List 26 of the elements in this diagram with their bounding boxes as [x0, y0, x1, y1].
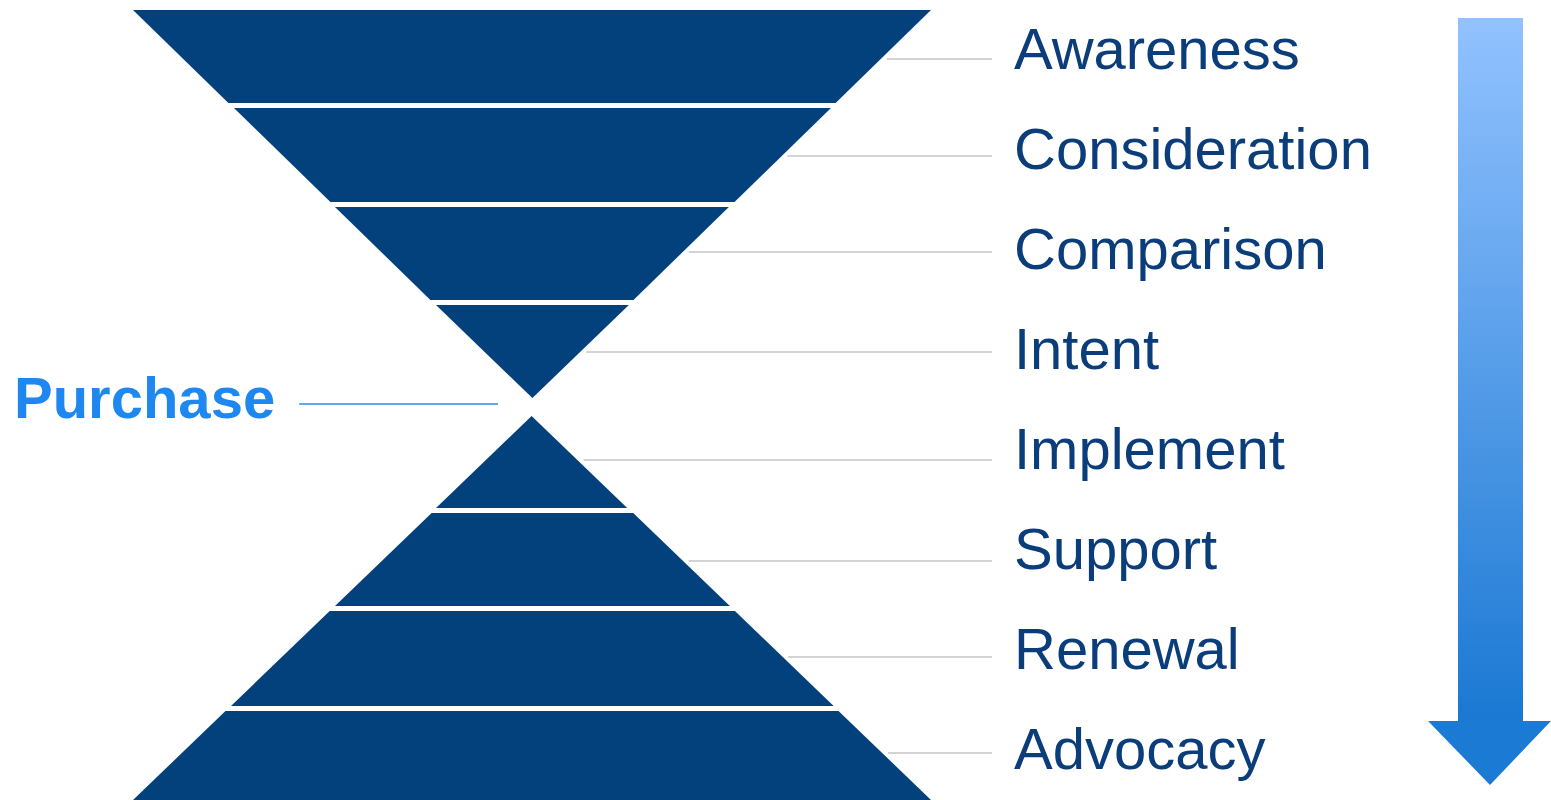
stage-label: Comparison — [1014, 219, 1327, 279]
funnel-segment — [133, 711, 931, 800]
leader-line — [688, 251, 993, 253]
leader-line — [886, 58, 993, 60]
leader-line — [887, 752, 993, 754]
funnel-segment — [335, 207, 729, 300]
leader-line — [786, 155, 993, 157]
stage-label: Awareness — [1014, 19, 1300, 79]
stage-label: Support — [1014, 519, 1218, 579]
stage-label: Intent — [1014, 319, 1160, 379]
funnel-segment — [436, 416, 628, 508]
funnel-segment — [435, 305, 629, 398]
leader-line — [787, 656, 993, 658]
stage-label: Advocacy — [1014, 719, 1266, 779]
stage-label: Implement — [1014, 419, 1285, 479]
stage-label: Consideration — [1014, 119, 1372, 179]
purchase-label: Purchase — [14, 368, 276, 428]
funnel-segment — [230, 611, 834, 706]
leader-line — [298, 403, 499, 405]
funnel-segment — [233, 108, 831, 202]
stage-label: Renewal — [1014, 619, 1240, 679]
leader-line — [688, 560, 993, 562]
leader-line — [585, 351, 993, 353]
funnel-segment — [334, 513, 730, 606]
funnel-segment — [133, 10, 931, 103]
leader-line — [583, 459, 993, 461]
